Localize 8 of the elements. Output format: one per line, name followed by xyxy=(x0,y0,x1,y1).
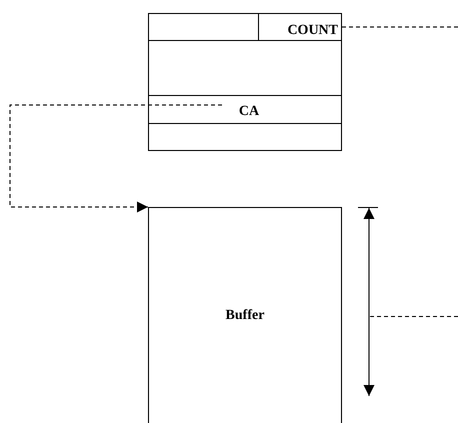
cell-text: Buffer xyxy=(226,308,264,324)
table-box xyxy=(148,13,342,151)
cell-text: COUNT xyxy=(287,23,338,39)
cell-text: CA xyxy=(238,104,260,120)
dashed-arrow xyxy=(10,104,222,212)
buffer-box xyxy=(148,207,342,423)
table-cell xyxy=(148,95,342,124)
table-cell xyxy=(258,13,342,41)
